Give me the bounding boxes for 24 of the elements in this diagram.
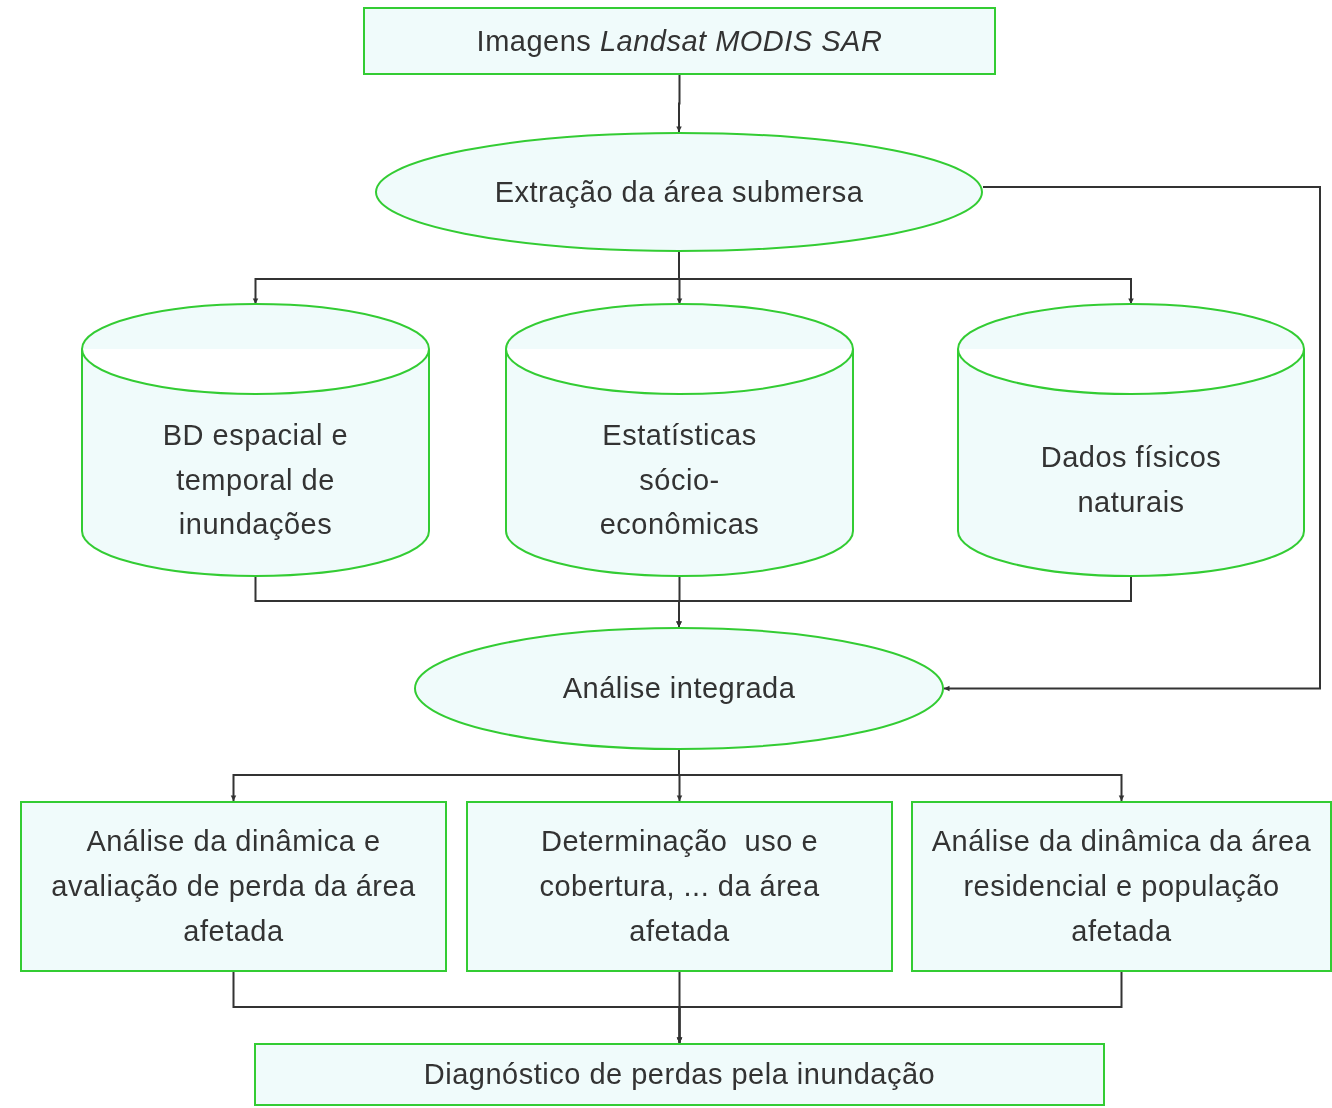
- process-ellipse: [414, 627, 944, 750]
- database-cylinder: [81, 304, 430, 576]
- process-box: [363, 7, 996, 75]
- arrow: [943, 186, 1321, 692]
- node-label: Análise da dinâmica da área residencial e população afetada: [930, 824, 1313, 949]
- node-label: Determinação uso e cobertura, ... da área afetada: [538, 824, 821, 949]
- database-cylinder: [957, 304, 1305, 576]
- node-label: Extração da área submersa: [494, 174, 864, 210]
- arrow: [676, 74, 682, 133]
- node-label: Análise da dinâmica e avaliação de perda da área afetada: [50, 824, 417, 949]
- process-box: [20, 801, 447, 972]
- process-box: [254, 1043, 1105, 1106]
- database-cylinder: [505, 304, 854, 576]
- arrow: [676, 971, 1123, 1044]
- process-box: [911, 801, 1332, 972]
- node-label: Estatísticas sócio-econômicas: [598, 417, 761, 543]
- node-label: Imagens Landsat MODIS SAR: [476, 23, 883, 59]
- node-label: Diagnóstico de perdas pela inundação: [423, 1057, 936, 1093]
- node-label: BD espacial e temporal de inundações: [161, 417, 350, 543]
- node-label: Dados físicos naturais: [1039, 440, 1223, 520]
- node-label: Análise integrada: [562, 671, 796, 707]
- arrow: [676, 575, 1132, 628]
- process-ellipse: [375, 132, 983, 252]
- process-box: [466, 801, 893, 972]
